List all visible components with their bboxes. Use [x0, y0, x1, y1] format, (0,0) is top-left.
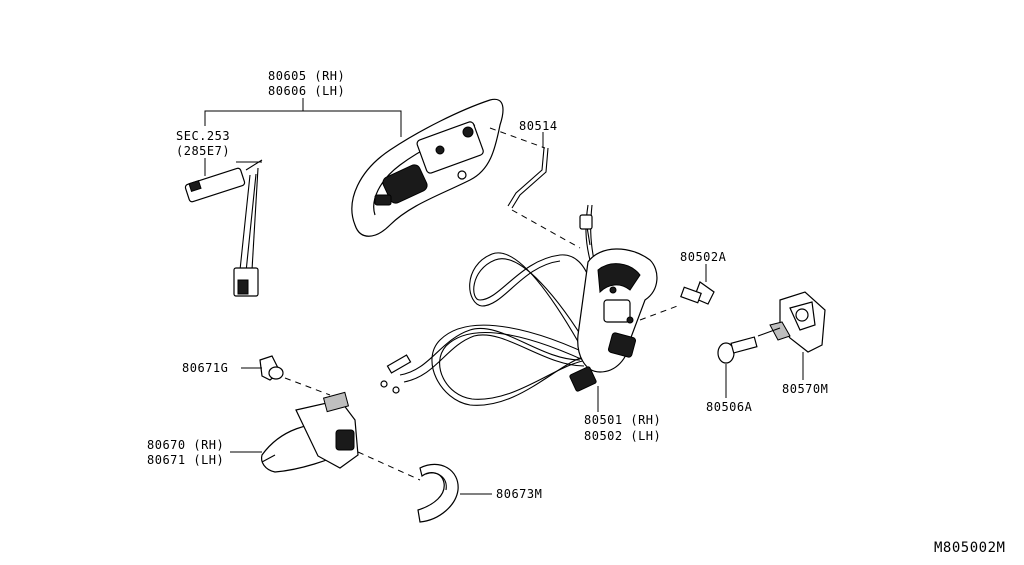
- latch-screw-80502a: [680, 281, 715, 305]
- label-80506a: 80506A: [706, 400, 753, 414]
- inner-door-handle: [351, 98, 504, 237]
- label-80501-rh: 80501 (RH): [584, 413, 661, 427]
- outer-door-handle: [260, 354, 421, 481]
- striker-80570m: [769, 291, 826, 353]
- label-80502a: 80502A: [680, 250, 727, 264]
- nut-80671g: [259, 355, 331, 396]
- label-80671-lh: 80671 (LH): [147, 453, 224, 467]
- label-80673m: 80673M: [496, 487, 542, 501]
- striker-screw-80506a: [717, 327, 781, 364]
- label-80606-lh: 80606 (LH): [268, 84, 345, 98]
- rod-80514: [489, 127, 581, 249]
- leader-lines: [204, 98, 804, 495]
- label-80670-rh: 80670 (RH): [147, 438, 224, 452]
- label-80514: 80514: [519, 119, 558, 133]
- label-80502-lh: 80502 (LH): [584, 429, 661, 443]
- label-80570m: 80570M: [782, 382, 828, 396]
- label-285e7: (285E7): [176, 144, 230, 158]
- label-sec-253: SEC.253: [176, 129, 230, 143]
- sec-253-sensor: [184, 159, 263, 297]
- lock-cables: [399, 204, 601, 406]
- label-80671g: 80671G: [182, 361, 228, 375]
- drawing-id: M805002M: [934, 540, 1005, 556]
- door-lock-actuator: [569, 214, 681, 392]
- label-80605-rh: 80605 (RH): [268, 69, 345, 83]
- gasket-80673m: [417, 463, 459, 523]
